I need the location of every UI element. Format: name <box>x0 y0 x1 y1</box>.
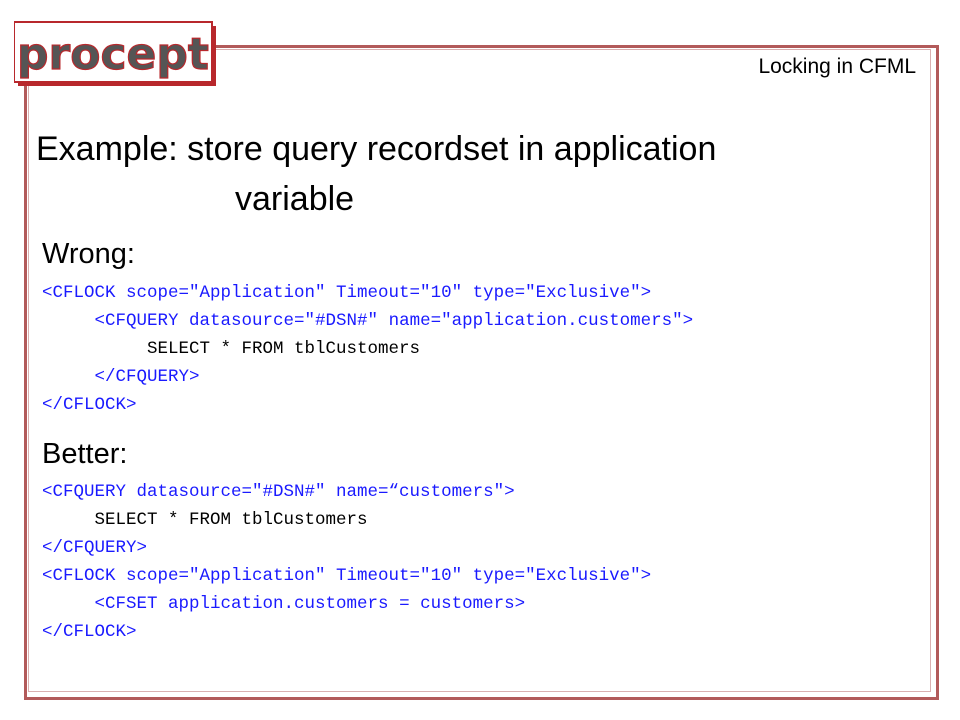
wrong-heading: Wrong: <box>42 238 135 270</box>
code-token: <CFQUERY datasource="#DSN#" name=“custom… <box>42 482 515 502</box>
code-line: <CFLOCK scope="Application" Timeout="10"… <box>42 279 693 307</box>
logo-text: procept <box>17 29 209 80</box>
code-token: <CFQUERY datasource="#DSN#" name="applic… <box>94 311 694 331</box>
code-line: <CFLOCK scope="Application" Timeout="10"… <box>42 562 651 590</box>
header-title: Locking in CFML <box>758 55 916 78</box>
code-token: </CFQUERY> <box>42 538 148 558</box>
code-line: </CFLOCK> <box>42 391 693 419</box>
code-token: <CFLOCK scope="Application" Timeout="10"… <box>42 283 652 303</box>
code-line: </CFLOCK> <box>42 618 651 646</box>
code-line: <CFSET application.customers = customers… <box>42 590 651 618</box>
code-token: </CFLOCK> <box>42 622 137 642</box>
slide-title-line2: variable <box>235 180 355 218</box>
slide-frame <box>24 45 939 700</box>
procept-logo: procept <box>14 21 216 86</box>
code-line: <CFQUERY datasource="#DSN#" name="applic… <box>42 307 694 335</box>
code-line: <CFQUERY datasource="#DSN#" name=“custom… <box>42 478 651 506</box>
code-token: </CFLOCK> <box>42 395 137 415</box>
slide-title: Example: store query recordset in applic… <box>36 124 916 224</box>
code-token <box>42 594 95 614</box>
code-line: </CFQUERY> <box>42 534 651 562</box>
slide-title-line1: Example: store query recordset in applic… <box>36 130 717 168</box>
code-token: SELECT * FROM tblCustomers <box>42 339 421 359</box>
wrong-code-block: <CFLOCK scope="Application" Timeout="10"… <box>42 279 693 419</box>
code-line: SELECT * FROM tblCustomers <box>42 335 693 363</box>
code-token: </CFQUERY> <box>94 367 200 387</box>
code-line: SELECT * FROM tblCustomers <box>42 506 651 534</box>
better-heading: Better: <box>42 438 128 470</box>
code-token: <CFLOCK scope="Application" Timeout="10"… <box>42 566 652 586</box>
code-line: </CFQUERY> <box>42 363 693 391</box>
code-token: SELECT * FROM tblCustomers <box>42 510 368 530</box>
better-code-block: <CFQUERY datasource="#DSN#" name=“custom… <box>42 478 651 646</box>
code-token <box>42 311 95 331</box>
slide-frame-inner <box>28 49 931 692</box>
code-token: <CFSET application.customers = customers… <box>94 594 526 614</box>
code-token <box>42 367 95 387</box>
